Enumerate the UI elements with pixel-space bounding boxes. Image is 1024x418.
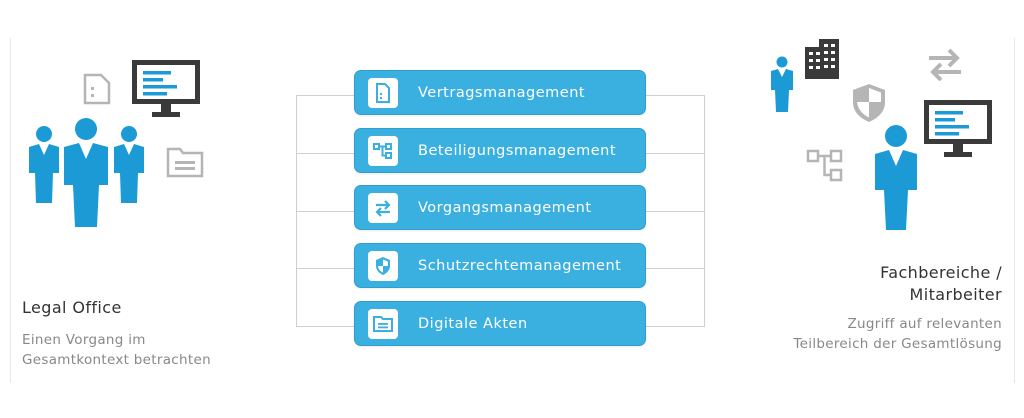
folder-icon <box>368 308 398 339</box>
exchange-arrows-icon <box>368 192 398 223</box>
module-vorgangsmanagement[interactable]: Vorgangsmanagement <box>354 185 646 230</box>
person-icon <box>64 118 108 227</box>
hierarchy-icon <box>806 149 843 182</box>
description-line: Zugriff auf relevanten <box>847 316 1002 332</box>
right-tick <box>646 211 704 212</box>
module-digitale-akten[interactable]: Digitale Akten <box>354 301 646 346</box>
title-line: Fachbereiche / <box>880 263 1002 282</box>
left-tick <box>296 211 354 212</box>
person-icon <box>29 126 59 203</box>
exchange-arrows-icon <box>929 48 961 82</box>
shield-icon <box>853 84 885 122</box>
description-line: Einen Vorgang im <box>22 332 146 348</box>
shield-icon <box>368 250 398 281</box>
hierarchy-icon <box>368 135 398 166</box>
fachbereiche-description: Zugriff auf relevanten Teilbereich der G… <box>793 314 1002 354</box>
building-icon <box>805 39 839 79</box>
module-vertragsmanagement[interactable]: Vertragsmanagement <box>354 70 646 115</box>
person-icon <box>875 125 917 230</box>
left-tick <box>296 153 354 154</box>
right-bracket <box>646 95 705 327</box>
module-label: Vertragsmanagement <box>418 84 586 101</box>
module-beteiligungsmanagement[interactable]: Beteiligungsmanagement <box>354 128 646 173</box>
monitor-icon <box>132 60 200 117</box>
legal-office-title: Legal Office <box>22 298 122 317</box>
left-border-line <box>10 38 11 383</box>
right-border-line <box>1014 38 1015 383</box>
title-line: Mitarbeiter <box>909 285 1002 304</box>
description-line: Teilbereich der Gesamtlösung <box>793 336 1002 352</box>
person-icon <box>114 126 144 203</box>
module-label: Digitale Akten <box>418 315 528 332</box>
document-icon <box>83 73 111 105</box>
module-schutzrechtemanagement[interactable]: Schutzrechtemanagement <box>354 243 646 288</box>
folder-icon <box>166 147 204 178</box>
fachbereiche-title: Fachbereiche / Mitarbeiter <box>880 262 1002 306</box>
right-tick <box>646 153 704 154</box>
document-icon <box>368 77 398 108</box>
legal-office-description: Einen Vorgang im Gesamtkontext betrachte… <box>22 330 211 370</box>
module-label: Schutzrechtemanagement <box>418 257 622 274</box>
person-icon <box>771 56 793 112</box>
right-tick <box>646 268 704 269</box>
monitor-icon <box>924 100 992 157</box>
module-label: Beteiligungsmanagement <box>418 142 617 159</box>
left-tick <box>296 268 354 269</box>
module-label: Vorgangsmanagement <box>418 199 592 216</box>
description-line: Gesamtkontext betrachten <box>22 352 211 368</box>
